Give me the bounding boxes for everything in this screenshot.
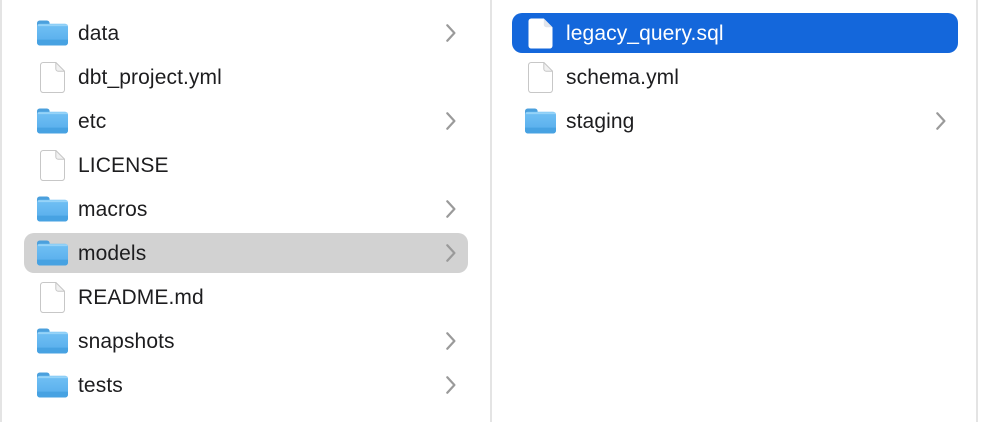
document-icon: [36, 151, 69, 179]
column-divider[interactable]: [976, 0, 978, 422]
column-divider[interactable]: [490, 0, 492, 422]
browser-column-child: legacy_query.sql schema.yml staging: [492, 0, 976, 422]
row-license[interactable]: LICENSE: [24, 145, 468, 185]
folder-icon: [36, 107, 69, 135]
item-label: legacy_query.sql: [566, 21, 724, 45]
item-label: snapshots: [78, 329, 175, 353]
item-label: dbt_project.yml: [78, 65, 222, 89]
item-label: LICENSE: [78, 153, 169, 177]
item-label: etc: [78, 109, 107, 133]
row-readme-md[interactable]: README.md: [24, 277, 468, 317]
chevron-right-icon: [446, 244, 456, 262]
chevron-right-icon: [446, 112, 456, 130]
item-label: staging: [566, 109, 635, 133]
chevron-right-icon: [446, 332, 456, 350]
chevron-right-icon: [446, 376, 456, 394]
row-etc[interactable]: etc: [24, 101, 468, 141]
document-icon: [36, 63, 69, 91]
document-icon: [524, 63, 557, 91]
folder-icon: [36, 371, 69, 399]
folder-icon: [524, 107, 557, 135]
chevron-right-icon: [446, 200, 456, 218]
row-tests[interactable]: tests: [24, 365, 468, 405]
row-macros[interactable]: macros: [24, 189, 468, 229]
row-staging[interactable]: staging: [512, 101, 958, 141]
row-legacy-query-sql[interactable]: legacy_query.sql: [512, 13, 958, 53]
item-label: data: [78, 21, 120, 45]
folder-icon: [36, 239, 69, 267]
item-label: schema.yml: [566, 65, 680, 89]
column-divider: [0, 0, 2, 422]
browser-column-parent: data dbt_project.yml etc LICENSE macros …: [2, 0, 490, 422]
item-label: macros: [78, 197, 148, 221]
document-icon: [524, 19, 557, 47]
item-label: models: [78, 241, 147, 265]
document-icon: [36, 283, 69, 311]
folder-icon: [36, 327, 69, 355]
folder-icon: [36, 195, 69, 223]
chevron-right-icon: [936, 112, 946, 130]
row-models[interactable]: models: [24, 233, 468, 273]
row-data[interactable]: data: [24, 13, 468, 53]
row-snapshots[interactable]: snapshots: [24, 321, 468, 361]
row-dbt-project-yml[interactable]: dbt_project.yml: [24, 57, 468, 97]
folder-icon: [36, 19, 69, 47]
chevron-right-icon: [446, 24, 456, 42]
item-label: README.md: [78, 285, 204, 309]
row-schema-yml[interactable]: schema.yml: [512, 57, 958, 97]
item-label: tests: [78, 373, 123, 397]
